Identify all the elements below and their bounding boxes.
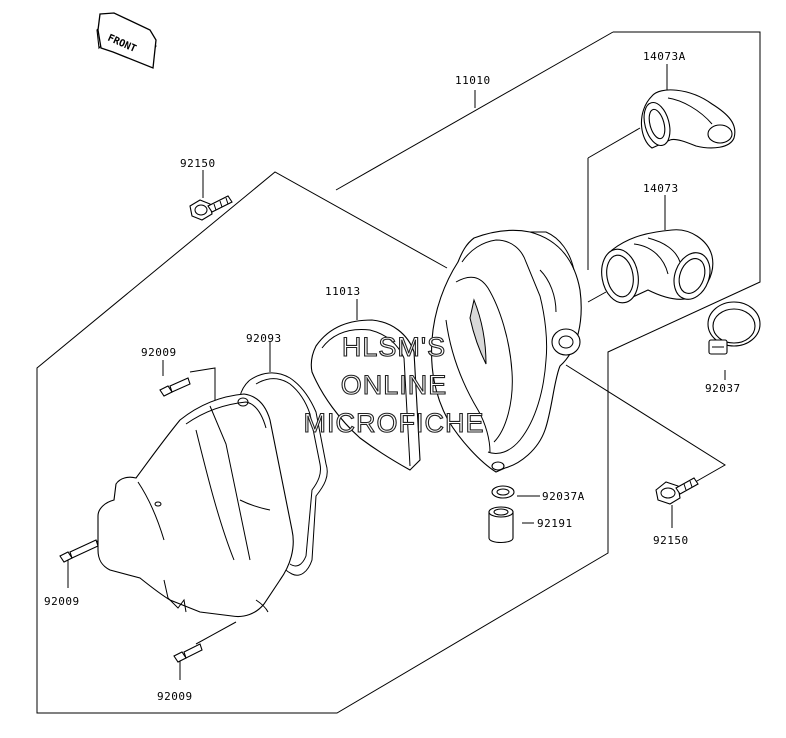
air-cleaner-housing-11010 bbox=[431, 229, 582, 473]
bolt-92150-right bbox=[655, 477, 699, 505]
label-92150-top: 92150 bbox=[180, 157, 216, 170]
label-92037: 92037 bbox=[705, 382, 741, 395]
label-11013: 11013 bbox=[325, 285, 361, 298]
label-92150-right: 92150 bbox=[653, 534, 689, 547]
label-92037A: 92037A bbox=[542, 490, 585, 503]
label-92191: 92191 bbox=[537, 517, 573, 530]
filter-element-11013 bbox=[310, 319, 421, 471]
watermark: HLSM'S ONLINE MICROFICHE bbox=[303, 331, 485, 438]
label-92009-top: 92009 bbox=[141, 346, 177, 359]
watermark-line-2: ONLINE bbox=[341, 370, 448, 400]
label-11010: 11010 bbox=[455, 74, 491, 87]
clip-92037A bbox=[491, 485, 515, 499]
bolt-92150-top bbox=[189, 195, 233, 221]
label-92093: 92093 bbox=[246, 332, 282, 345]
screw-92009-bottom bbox=[173, 643, 203, 663]
leader-lines bbox=[67, 64, 726, 680]
screw-92009-left bbox=[59, 539, 99, 563]
hose-clamp-92037 bbox=[707, 301, 761, 355]
label-92009-left: 92009 bbox=[44, 595, 80, 608]
label-92009-bottom: 92009 bbox=[157, 690, 193, 703]
air-cleaner-cover bbox=[97, 393, 294, 618]
front-direction-arrow-icon: FRONT bbox=[96, 12, 157, 69]
watermark-line-1: HLSM'S bbox=[342, 332, 446, 362]
tube-92191 bbox=[488, 506, 514, 544]
duct-elbow-14073A bbox=[640, 89, 736, 149]
watermark-line-3: MICROFICHE bbox=[304, 408, 485, 438]
label-14073: 14073 bbox=[643, 182, 679, 195]
duct-14073 bbox=[601, 229, 714, 304]
label-14073A: 14073A bbox=[643, 50, 686, 63]
part-number-labels: 11010 14073A 92150 14073 11013 92009 920… bbox=[44, 50, 741, 703]
assembly-outline bbox=[36, 31, 761, 714]
screw-92009-top bbox=[159, 377, 191, 397]
